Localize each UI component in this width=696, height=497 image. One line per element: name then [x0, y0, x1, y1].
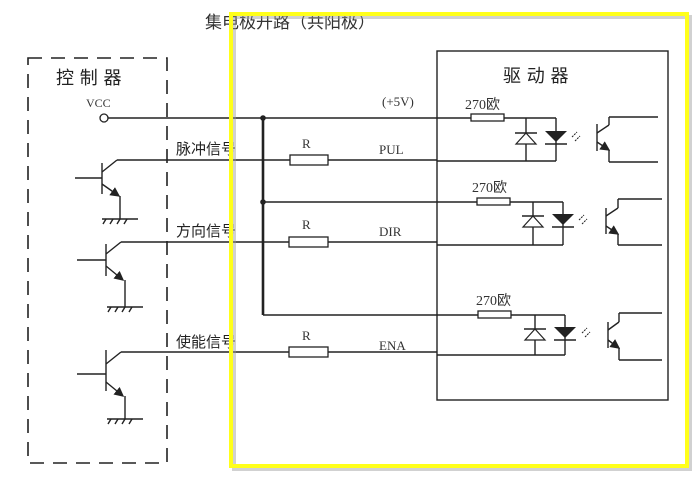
- controller-transistor-2: [77, 241, 143, 313]
- vcc-terminal: [99, 113, 109, 123]
- signal-label-direction: 方向信号: [176, 222, 236, 240]
- vcc-label: VCC: [86, 96, 111, 110]
- resistor-label: R: [302, 136, 311, 151]
- driver-resistor: [470, 113, 505, 122]
- resistor-dir: [288, 236, 329, 248]
- diagram-title: 集电极开路（共阳极）: [205, 13, 375, 32]
- optocoupler-channel-2: [437, 197, 662, 246]
- line-label-pul: PUL: [379, 142, 404, 157]
- controller-box: [27, 57, 168, 464]
- resistor-label: R: [302, 328, 311, 343]
- driver-resistor: [476, 197, 511, 206]
- line-label-dir: DIR: [379, 224, 402, 239]
- resistor-pul: [289, 154, 329, 166]
- driver-label: 驱 动 器: [503, 66, 568, 87]
- driver-resistor-label-3: 270欧: [476, 293, 511, 309]
- line-label-ena: ENA: [379, 338, 406, 353]
- controller-transistor-1: [75, 159, 138, 225]
- resistor-ena: [288, 346, 329, 358]
- highlight-shadow: [232, 15, 692, 471]
- optocoupler-channel-3: [437, 310, 662, 361]
- highlight-box: [229, 12, 689, 468]
- driver-resistor: [477, 310, 512, 319]
- controller-transistor-3: [77, 350, 143, 425]
- driver-resistor-label-1: 270欧: [465, 97, 500, 113]
- signal-label-enable: 使能信号: [176, 333, 236, 351]
- controller-label: 控 制 器: [56, 68, 121, 89]
- resistor-label: R: [302, 217, 311, 232]
- junction-dot: [260, 115, 266, 121]
- signal-label-pulse: 脉冲信号: [176, 140, 236, 158]
- driver-box: [436, 50, 669, 401]
- supply-label: (+5V): [382, 94, 414, 109]
- optocoupler-channel-1: [437, 113, 658, 163]
- driver-resistor-label-2: 270欧: [472, 180, 507, 196]
